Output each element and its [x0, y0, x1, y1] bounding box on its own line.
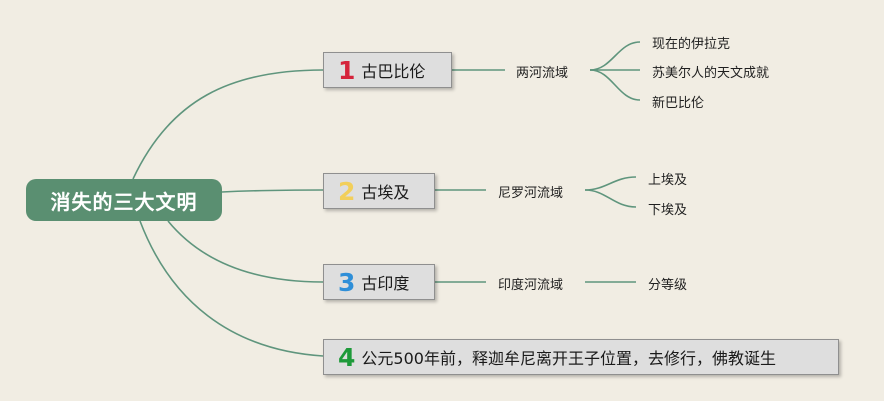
branch-number-2: 2	[338, 176, 356, 206]
leaf-label-3-1[interactable]: 分等级	[648, 278, 688, 293]
branch-node-2[interactable]: 2 古埃及	[323, 173, 435, 209]
link-region-1-leaf-1	[589, 41, 641, 71]
branch-number-1: 1	[338, 55, 356, 85]
leaf-label-1-1[interactable]: 现在的伊拉克	[652, 37, 731, 52]
branch-node-1[interactable]: 1 古巴比伦	[323, 52, 452, 88]
leaf-label-1-3[interactable]: 新巴比伦	[652, 96, 705, 111]
region-label-1[interactable]: 两河流域	[516, 66, 569, 81]
branch-number-4: 4	[338, 342, 356, 372]
link-region-2-leaf-2	[584, 189, 637, 208]
root-label: 消失的三大文明	[50, 189, 198, 214]
link-root-branch-3	[167, 220, 324, 283]
link-root-branch-2	[221, 189, 324, 193]
link-root-branch-1	[132, 69, 324, 180]
leaf-label-2-1[interactable]: 上埃及	[648, 173, 688, 188]
root-node[interactable]: 消失的三大文明	[26, 179, 222, 221]
branch-number-3: 3	[338, 267, 356, 297]
branch-label-3: 古印度	[361, 274, 410, 293]
leaf-label-1-2[interactable]: 苏美尔人的天文成就	[652, 66, 770, 81]
leaf-label-2-2[interactable]: 下埃及	[648, 203, 688, 218]
region-label-3[interactable]: 印度河流域	[498, 278, 564, 293]
region-label-2[interactable]: 尼罗河流域	[498, 186, 564, 201]
branch-label-2: 古埃及	[361, 183, 410, 202]
link-root-branch-4	[139, 220, 324, 357]
branch-label-1: 古巴比伦	[361, 62, 426, 81]
link-region-2-leaf-1	[584, 176, 637, 191]
branch-node-4[interactable]: 4 公元500年前，释迦牟尼离开王子位置，去修行，佛教诞生	[323, 339, 839, 375]
branch-node-3[interactable]: 3 古印度	[323, 264, 435, 300]
branch-label-4: 公元500年前，释迦牟尼离开王子位置，去修行，佛教诞生	[361, 349, 776, 368]
link-region-1-leaf-3	[589, 69, 641, 101]
